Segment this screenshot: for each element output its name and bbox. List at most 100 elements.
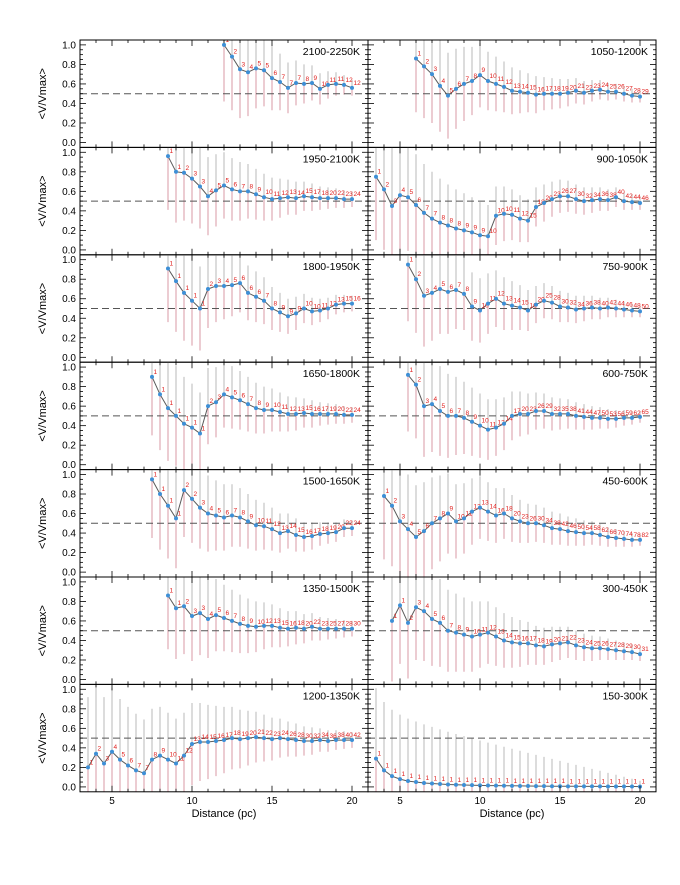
- count-label: 36: [330, 733, 338, 740]
- count-label: 6: [242, 392, 246, 399]
- y-tick-label: 0.4: [62, 99, 76, 110]
- data-point: [534, 784, 538, 789]
- data-point: [630, 308, 634, 313]
- data-point: [118, 757, 122, 762]
- count-label: 1: [154, 369, 158, 376]
- count-label: 1: [170, 260, 174, 267]
- count-label: 26: [538, 403, 546, 410]
- data-point: [494, 513, 498, 518]
- count-label: 6: [458, 81, 462, 88]
- data-point: [526, 308, 530, 313]
- data-point: [502, 211, 506, 216]
- count-label: 21: [578, 83, 586, 90]
- x-tick-label: 10: [186, 796, 198, 807]
- data-point: [430, 290, 434, 295]
- count-label: 25: [610, 84, 618, 91]
- data-point: [246, 189, 250, 194]
- data-point: [206, 740, 210, 745]
- count-label: 1: [522, 778, 526, 785]
- count-label: 16: [218, 733, 226, 740]
- count-label: 23: [322, 621, 330, 628]
- count-label: 1: [162, 386, 166, 393]
- count-label: 5: [218, 507, 222, 514]
- count-label: 8: [458, 625, 462, 632]
- data-point: [302, 626, 306, 631]
- y-tick-label: 0.2: [62, 548, 76, 559]
- data-point: [438, 620, 442, 625]
- data-point: [478, 632, 482, 637]
- count-label: 20: [570, 85, 578, 92]
- count-label: 7: [266, 293, 270, 300]
- count-label: 17: [314, 189, 322, 196]
- data-point: [382, 768, 386, 773]
- count-label: 11: [490, 296, 497, 303]
- data-point: [86, 765, 90, 770]
- data-point: [278, 196, 282, 201]
- count-label: 21: [562, 635, 570, 642]
- data-point: [302, 194, 306, 199]
- count-label: 44: [618, 301, 626, 308]
- count-label: 9: [482, 227, 486, 234]
- data-point: [278, 310, 282, 315]
- data-point: [542, 784, 546, 789]
- count-label: 13: [298, 406, 306, 413]
- data-point: [534, 643, 538, 648]
- panel-title: 750-900K: [602, 261, 648, 273]
- data-point: [238, 67, 242, 72]
- count-label: 19: [242, 731, 250, 738]
- data-point: [294, 311, 298, 316]
- data-point: [550, 784, 554, 789]
- data-point: [494, 634, 498, 639]
- count-label: 8: [458, 220, 462, 227]
- count-label: 14: [514, 298, 522, 305]
- count-label: 7: [466, 76, 470, 83]
- data-point: [486, 301, 490, 306]
- data-point: [334, 411, 338, 416]
- x-tick-label: 5: [109, 796, 115, 807]
- data-point: [590, 88, 594, 93]
- count-label: 21: [258, 729, 266, 736]
- count-label: 7: [290, 80, 294, 87]
- count-label: 23: [274, 731, 282, 738]
- y-tick-label: 0.6: [62, 79, 76, 90]
- data-point: [422, 609, 426, 614]
- count-label: 8: [442, 510, 446, 517]
- y-tick-label: 0.6: [62, 509, 76, 520]
- count-label: 27: [338, 621, 346, 628]
- count-label: 10: [458, 513, 466, 520]
- count-label: 9: [290, 308, 294, 315]
- count-label: 18: [506, 506, 514, 513]
- data-point: [214, 513, 218, 518]
- data-point: [238, 737, 242, 742]
- data-point: [598, 784, 602, 789]
- data-point: [198, 306, 202, 311]
- data-point: [438, 286, 442, 291]
- count-label: 40: [346, 732, 354, 739]
- data-point: [230, 736, 234, 741]
- data-point: [494, 81, 498, 86]
- count-label: 12: [498, 420, 506, 427]
- count-label: 53: [610, 411, 618, 418]
- data-point: [310, 624, 314, 629]
- data-point: [614, 784, 618, 789]
- count-label: 15: [530, 85, 538, 92]
- count-label: 3: [394, 198, 398, 205]
- count-label: 7: [458, 282, 462, 289]
- count-label: 25: [594, 640, 602, 647]
- count-label: 8: [242, 616, 246, 623]
- data-point: [334, 738, 338, 743]
- count-label: 1: [442, 776, 446, 783]
- data-point: [462, 81, 466, 86]
- y-tick-label: 1.0: [62, 148, 76, 159]
- count-label: 10: [314, 303, 322, 310]
- data-point: [590, 531, 594, 536]
- count-label: 22: [586, 85, 594, 92]
- data-point: [310, 195, 314, 200]
- data-point: [454, 519, 458, 524]
- data-point: [438, 220, 442, 225]
- y-tick-label: 0.2: [62, 763, 76, 774]
- data-point: [222, 42, 226, 47]
